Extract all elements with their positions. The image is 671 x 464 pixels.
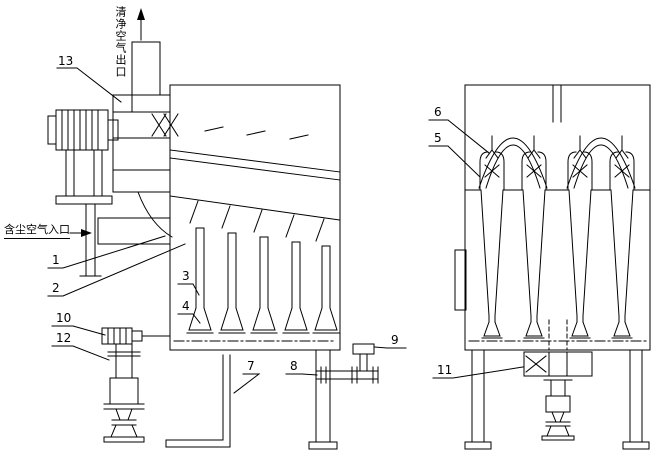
discharge-assembly-right [523,319,593,441]
motor-stand [55,149,113,277]
callout-10: 10 [56,311,71,325]
fan-housing [112,94,171,193]
callout-1: 1 [52,253,60,267]
callout-2: 2 [52,281,60,295]
callout-8: 8 [290,359,298,373]
callout-3: 3 [182,269,190,283]
right-view [454,84,651,450]
housing-body-right [464,84,651,351]
right-view-legs [464,349,650,450]
fan-motor [47,109,119,151]
callout-13: 13 [58,54,73,68]
callout-4: 4 [182,299,190,313]
venturi-and-bags [479,135,635,339]
housing-body-left [169,84,341,351]
drain-pipe [165,354,231,448]
callout-5: 5 [434,131,442,145]
left-view [47,8,379,450]
callout-12: 12 [56,331,71,345]
duct-hatch [151,113,179,137]
dust-air-inlet-label: 含尘空气入口 [4,221,70,239]
callout-6: 6 [434,105,442,119]
blow-riser-pipe [552,84,562,123]
callout-numbers: 13 1 2 3 4 10 12 7 8 9 6 5 11 [52,54,452,377]
blow-pipe-arches [478,137,636,189]
discharge-assembly-left [101,327,171,443]
callout-11: 11 [437,363,452,377]
inlet-duct [97,191,173,245]
clean-air-outlet-label: 清净空气出口 [114,6,127,78]
inlet-flow-arrow [69,229,92,237]
left-view-leg [308,349,338,450]
outlet-duct [131,41,161,96]
filter-bags-left [186,200,340,334]
air-line-assembly [315,343,379,384]
access-door [454,249,467,311]
outlet-flow-arrow [137,8,145,41]
callout-9: 9 [391,333,399,347]
callout-7: 7 [247,359,255,373]
callout-leaders [47,67,524,394]
